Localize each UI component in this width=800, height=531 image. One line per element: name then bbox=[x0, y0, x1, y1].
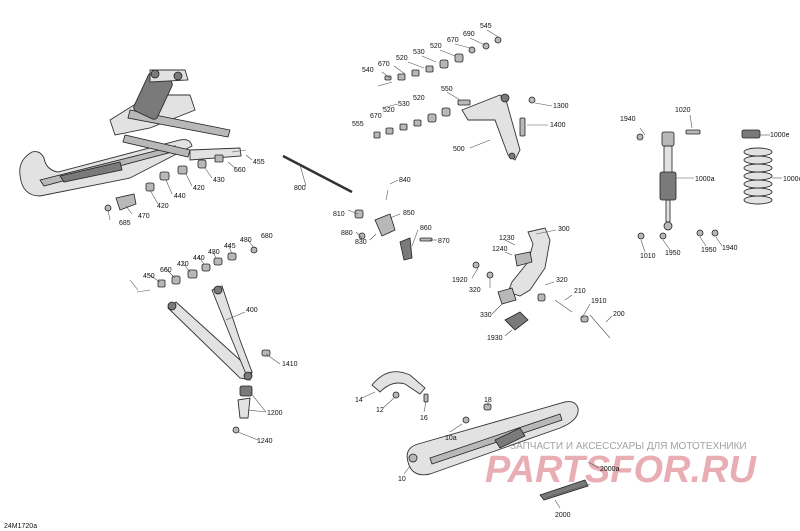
callout-200: 200 bbox=[613, 311, 625, 318]
callout-530b: 530 bbox=[398, 101, 410, 108]
callout-16: 16 bbox=[420, 415, 428, 422]
callout-810: 810 bbox=[333, 211, 345, 218]
callout-430b: 430 bbox=[208, 249, 220, 256]
callout-520b: 520 bbox=[396, 55, 408, 62]
hardware-center bbox=[354, 189, 433, 261]
callout-210: 210 bbox=[574, 288, 586, 295]
callout-880: 880 bbox=[341, 230, 353, 237]
callout-400: 400 bbox=[246, 307, 258, 314]
callout-12: 12 bbox=[376, 407, 384, 414]
spindle-illustration bbox=[472, 227, 611, 339]
callout-1000a: 1000a bbox=[695, 176, 715, 183]
callout-670c: 670 bbox=[370, 113, 382, 120]
callout-330: 330 bbox=[480, 312, 492, 319]
callout-1940b: 1940 bbox=[722, 245, 738, 252]
watermark-tagline: ЗАПЧАСТИ И АКСЕССУАРЫ ДЛЯ МОТОТЕХНИКИ bbox=[510, 441, 747, 452]
watermark-brand: PARTSFOR.RU bbox=[485, 449, 757, 491]
callout-300: 300 bbox=[558, 226, 570, 233]
leader-lines bbox=[107, 29, 782, 509]
callout-660: 660 bbox=[234, 167, 246, 174]
callout-860: 860 bbox=[420, 225, 432, 232]
callout-420: 420 bbox=[193, 185, 205, 192]
callout-550: 550 bbox=[441, 86, 453, 93]
callout-1230: 1230 bbox=[499, 235, 515, 242]
callout-680: 680 bbox=[261, 233, 273, 240]
callout-1950: 1950 bbox=[665, 250, 681, 257]
callout-1240b: 1240 bbox=[257, 438, 273, 445]
callout-660b: 660 bbox=[160, 267, 172, 274]
upper-arm-assembly bbox=[373, 36, 536, 161]
callout-420b: 420 bbox=[157, 203, 169, 210]
callout-440b: 440 bbox=[193, 255, 205, 262]
callout-450: 450 bbox=[143, 273, 155, 280]
shock-absorber-illustration bbox=[636, 129, 719, 240]
callout-830: 830 bbox=[355, 239, 367, 246]
callout-800: 800 bbox=[294, 185, 306, 192]
callout-320b: 320 bbox=[556, 277, 568, 284]
callout-555: 555 bbox=[352, 121, 364, 128]
callout-1200: 1200 bbox=[267, 410, 283, 417]
callout-530: 530 bbox=[413, 49, 425, 56]
callout-2000a: 2000a bbox=[600, 466, 620, 473]
callout-870: 870 bbox=[438, 238, 450, 245]
callout-455: 455 bbox=[253, 159, 265, 166]
callout-500: 500 bbox=[453, 146, 465, 153]
callout-445: 445 bbox=[224, 243, 236, 250]
callout-1000e: 1000e bbox=[770, 132, 790, 139]
callout-18: 18 bbox=[484, 397, 492, 404]
callout-520: 520 bbox=[430, 43, 442, 50]
callout-685: 685 bbox=[119, 220, 131, 227]
callout-2000: 2000 bbox=[555, 512, 571, 519]
callout-320: 320 bbox=[469, 287, 481, 294]
callout-520d: 520 bbox=[383, 107, 395, 114]
callout-10a: 10a bbox=[445, 435, 457, 442]
callout-690: 690 bbox=[463, 31, 475, 38]
callout-540: 540 bbox=[362, 67, 374, 74]
hardware-left bbox=[104, 149, 353, 212]
callout-1010: 1010 bbox=[640, 253, 656, 260]
callout-670b: 670 bbox=[378, 61, 390, 68]
callout-14: 14 bbox=[355, 397, 363, 404]
callout-520c: 520 bbox=[413, 95, 425, 102]
callout-10: 10 bbox=[398, 476, 406, 483]
callout-labels: 545 690 670 520 530 520 540 670 550 1300… bbox=[119, 23, 800, 519]
callout-545: 545 bbox=[480, 23, 492, 30]
callout-420c: 420 bbox=[177, 261, 189, 268]
callout-1410: 1410 bbox=[282, 361, 298, 368]
lower-arm-assembly bbox=[136, 246, 271, 434]
callout-480: 480 bbox=[240, 237, 252, 244]
callout-850: 850 bbox=[403, 210, 415, 217]
callout-840: 840 bbox=[399, 177, 411, 184]
callout-1000c: 1000c bbox=[783, 176, 800, 183]
diagram-code: 24M1720a bbox=[4, 523, 37, 530]
callout-430: 430 bbox=[213, 177, 225, 184]
callout-1020: 1020 bbox=[675, 107, 691, 114]
callout-440: 440 bbox=[174, 193, 186, 200]
callout-1910: 1910 bbox=[591, 298, 607, 305]
callout-670: 670 bbox=[447, 37, 459, 44]
callout-470: 470 bbox=[138, 213, 150, 220]
callout-1240: 1240 bbox=[492, 246, 508, 253]
spring-illustration bbox=[741, 129, 773, 205]
callout-1920: 1920 bbox=[452, 277, 468, 284]
callout-1400: 1400 bbox=[550, 122, 566, 129]
ski-illustration bbox=[371, 371, 591, 501]
callout-1940: 1940 bbox=[620, 116, 636, 123]
callout-1300: 1300 bbox=[553, 103, 569, 110]
assembled-ski-illustration bbox=[19, 69, 242, 197]
callout-1930: 1930 bbox=[487, 335, 503, 342]
callout-1950b: 1950 bbox=[701, 247, 717, 254]
